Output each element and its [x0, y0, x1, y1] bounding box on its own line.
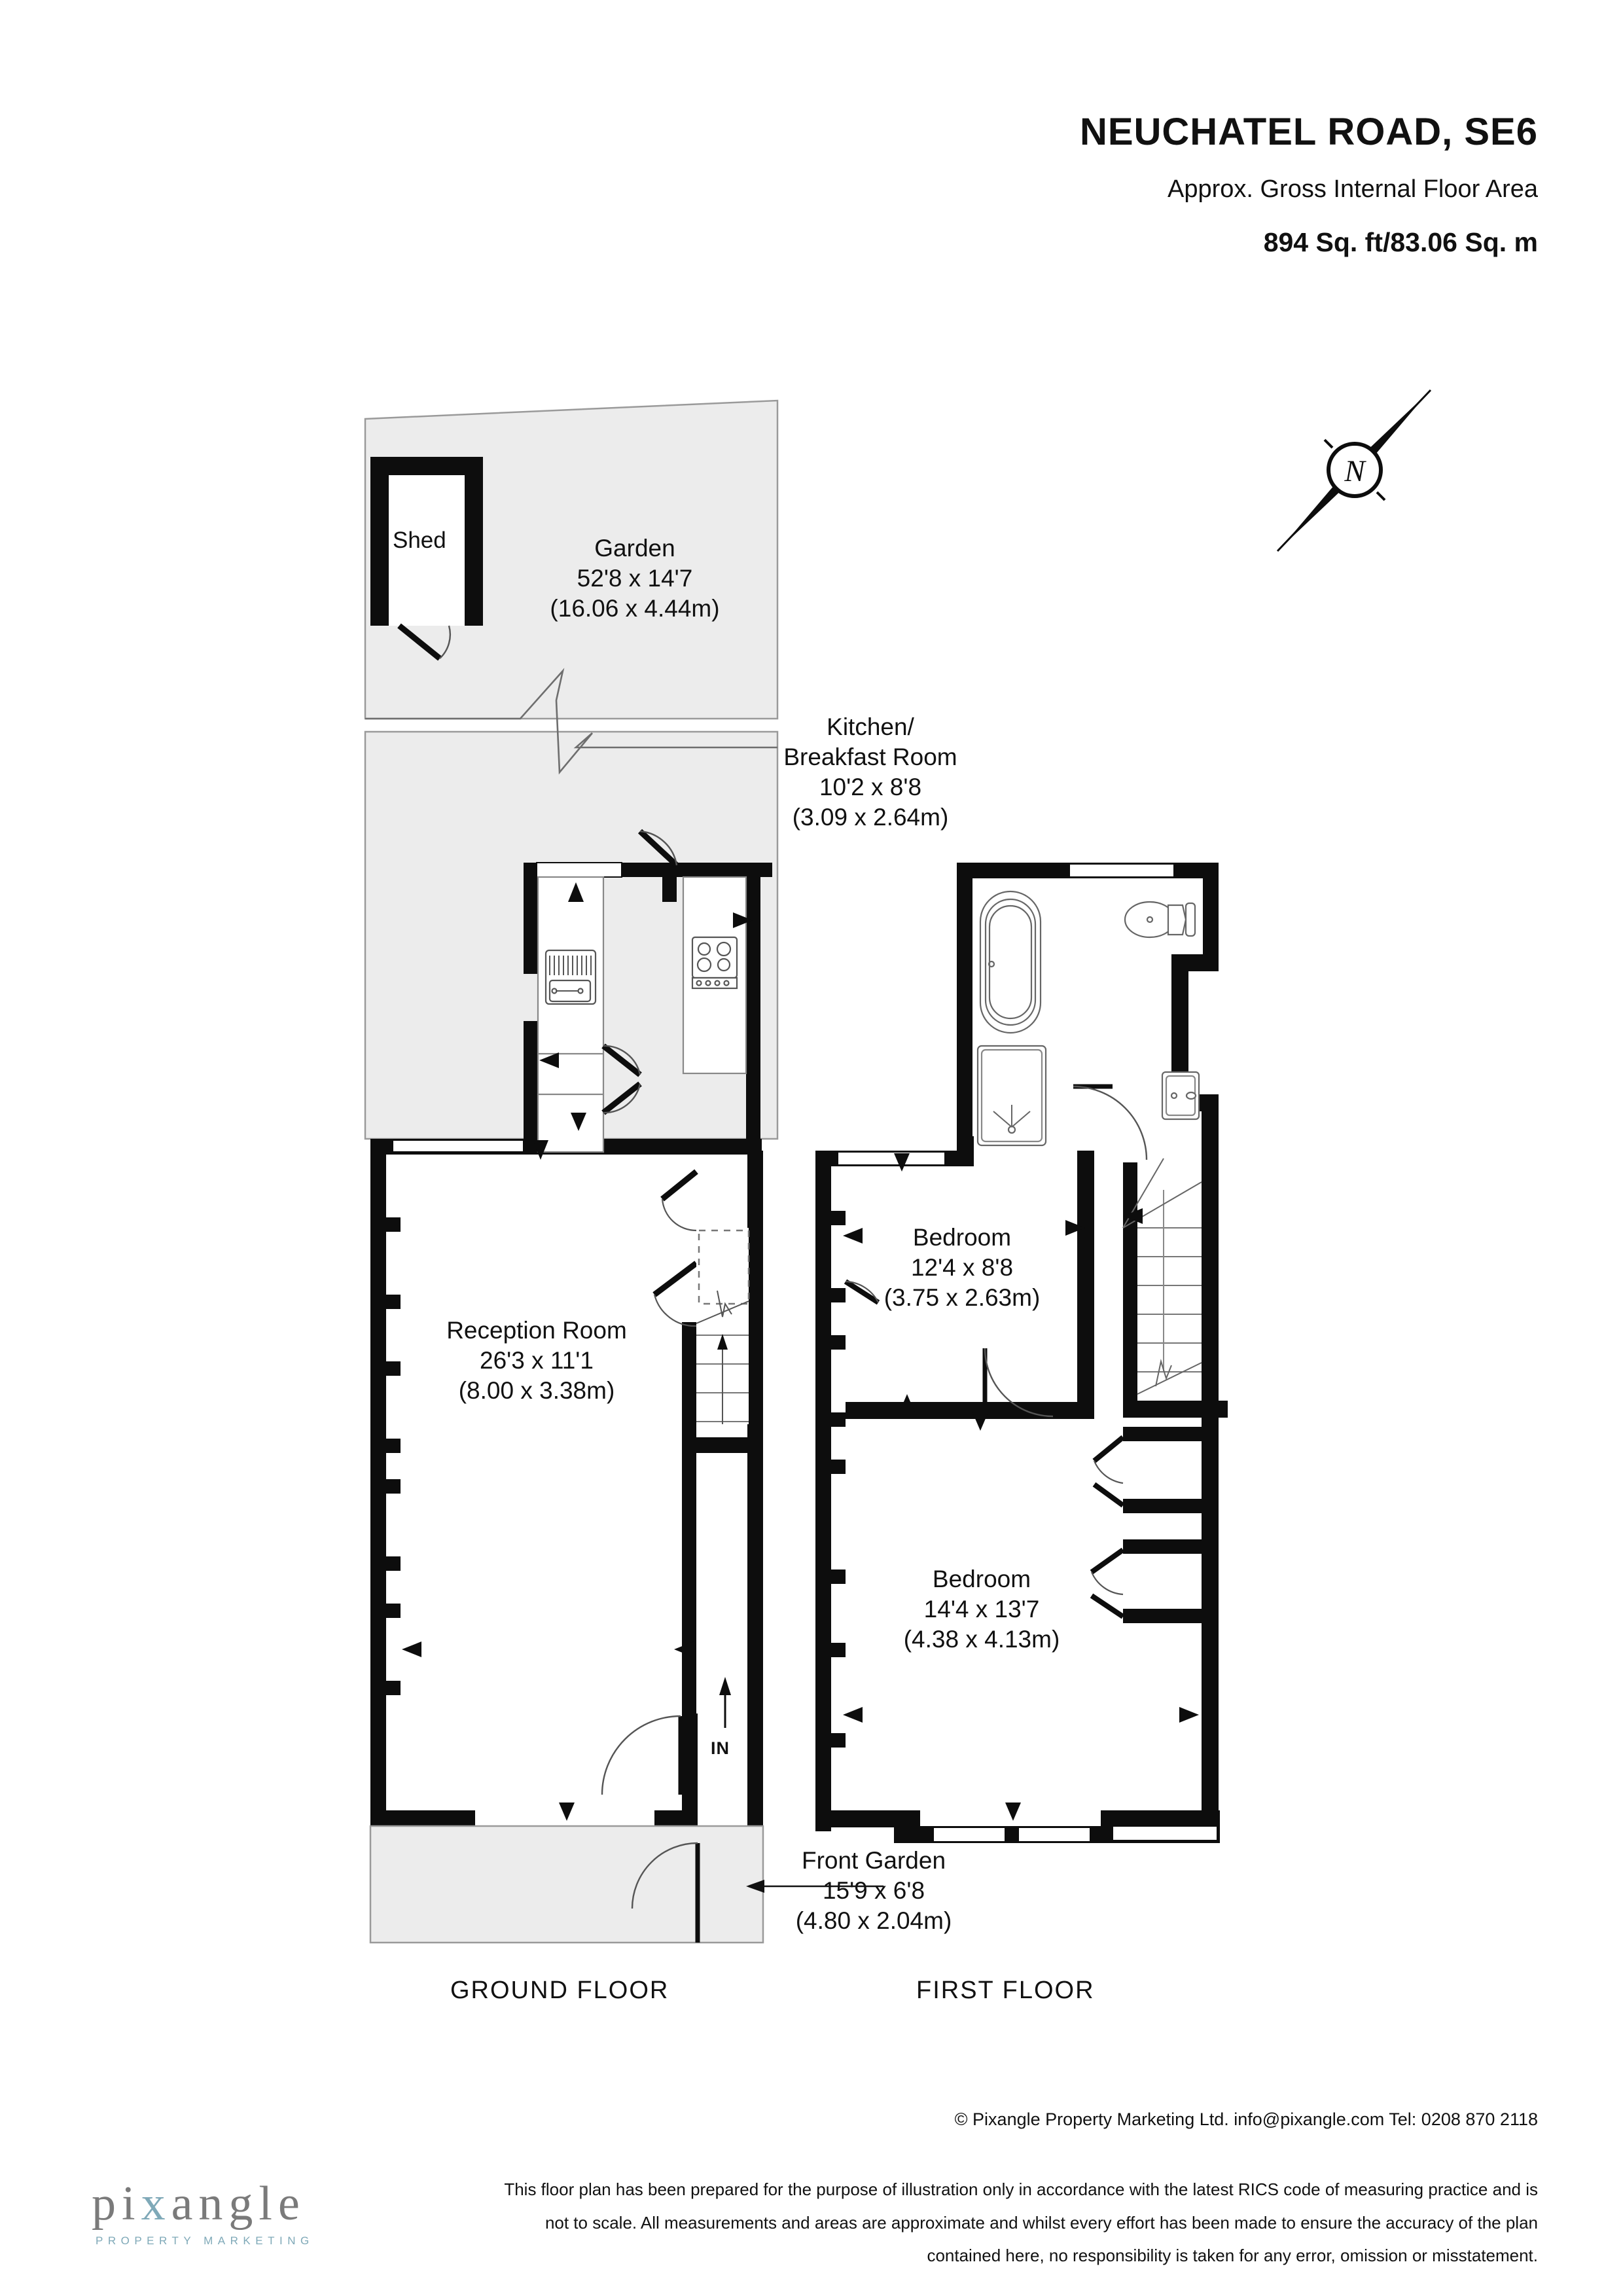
logo-word-x: x [141, 2177, 171, 2231]
first-floor-walls [815, 863, 1228, 1843]
shed-structure [370, 457, 483, 661]
front-garden-name: Front Garden [801, 1847, 946, 1874]
bedroom-rear-dim-imperial: 12'4 x 8'8 [910, 1253, 1014, 1281]
first-floor-plan [815, 863, 1228, 1843]
ground-floor-stairs [696, 1228, 750, 1424]
bedroom-front-dim-metric: (4.38 x 4.13m) [903, 1625, 1060, 1653]
front-garden-leader [746, 1880, 883, 1893]
reception-name: Reception Room [446, 1317, 627, 1344]
area-caption: Approx. Gross Internal Floor Area [1167, 175, 1538, 203]
disclaimer-line-2: not to scale. All measurements and areas… [544, 2212, 1538, 2233]
logo-word-part-b: angle [171, 2177, 306, 2231]
room-label-bedroom-front: Bedroom 14'4 x 13'7 (4.38 x 4.13m) [870, 1564, 1093, 1655]
disclaimer-block: This floor plan has been prepared for th… [340, 2173, 1538, 2272]
bedroom-front-dim-imperial: 14'4 x 13'7 [923, 1595, 1040, 1623]
reception-dim-metric: (8.00 x 3.38m) [458, 1376, 615, 1404]
reception-dim-imperial: 26'3 x 11'1 [480, 1346, 594, 1374]
room-label-shed: Shed [393, 528, 446, 553]
entrance-in-label: IN [711, 1738, 730, 1758]
garden-dim-imperial: 52'8 x 14'7 [577, 564, 693, 592]
bedroom-rear-name: Bedroom [912, 1224, 1012, 1251]
front-garden-area [369, 1825, 764, 1944]
garden-dim-metric: (16.06 x 4.44m) [550, 594, 720, 622]
pixangle-logo: pixangle PROPERTY MARKETING [92, 2179, 314, 2248]
room-label-reception: Reception Room 26'3 x 11'1 (8.00 x 3.38m… [399, 1316, 674, 1406]
room-label-kitchen: Kitchen/ Breakfast Room 10'2 x 8'8 (3.09… [746, 712, 995, 833]
logo-word-part-a: pi [92, 2177, 141, 2231]
floor-label-ground: GROUND FLOOR [450, 1977, 669, 2004]
kitchen-name-line1: Kitchen/ [827, 713, 914, 740]
area-value: 894 Sq. ft/83.06 Sq. m [1263, 226, 1538, 257]
room-label-garden: Garden 52'8 x 14'7 (16.06 x 4.44m) [517, 533, 753, 624]
kitchen-dim-imperial: 10'2 x 8'8 [819, 773, 922, 800]
garden-name: Garden [594, 535, 675, 562]
ground-floor-plan [364, 399, 779, 1944]
front-garden-dim-metric: (4.80 x 2.04m) [795, 1907, 952, 1934]
room-label-front-garden: Front Garden 15'9 x 6'8 (4.80 x 2.04m) [766, 1846, 982, 1936]
disclaimer-line-3: contained here, no responsibility is tak… [927, 2246, 1538, 2266]
bedroom-rear-dim-metric: (3.75 x 2.63m) [883, 1283, 1041, 1311]
bedroom-front-name: Bedroom [932, 1566, 1031, 1592]
front-garden-dim-imperial: 15'9 x 6'8 [822, 1876, 925, 1904]
page-title: NEUCHATEL ROAD, SE6 [1079, 111, 1538, 153]
kitchen-doors [601, 829, 679, 1115]
first-floor-doors [844, 1084, 1202, 1623]
hall-doors [601, 1169, 698, 1795]
compass-rose: N [1276, 389, 1432, 552]
plan-header: NEUCHATEL ROAD, SE6 Approx. Gross Intern… [1080, 111, 1538, 258]
logo-tagline: PROPERTY MARKETING [96, 2234, 314, 2247]
bathroom-fixtures [976, 890, 1200, 1147]
kitchen-dim-metric: (3.09 x 2.64m) [792, 803, 949, 831]
side-passage-area [364, 730, 779, 1140]
compass-north-label: N [1344, 454, 1366, 488]
disclaimer-line-1: This floor plan has been prepared for th… [504, 2179, 1538, 2199]
kitchen-name-line2: Breakfast Room [783, 743, 957, 770]
first-floor-stairs [1122, 1158, 1202, 1395]
floor-label-first: FIRST FLOOR [916, 1977, 1095, 2004]
break-line [365, 668, 777, 775]
logo-wordmark: pixangle [92, 2179, 314, 2228]
room-label-bedroom-rear: Bedroom 12'4 x 8'8 (3.75 x 2.63m) [851, 1223, 1073, 1313]
copyright-line: © Pixangle Property Marketing Ltd. info@… [954, 2109, 1538, 2129]
kitchen-fixtures [537, 876, 747, 1153]
entrance-arrow [719, 1677, 731, 1728]
